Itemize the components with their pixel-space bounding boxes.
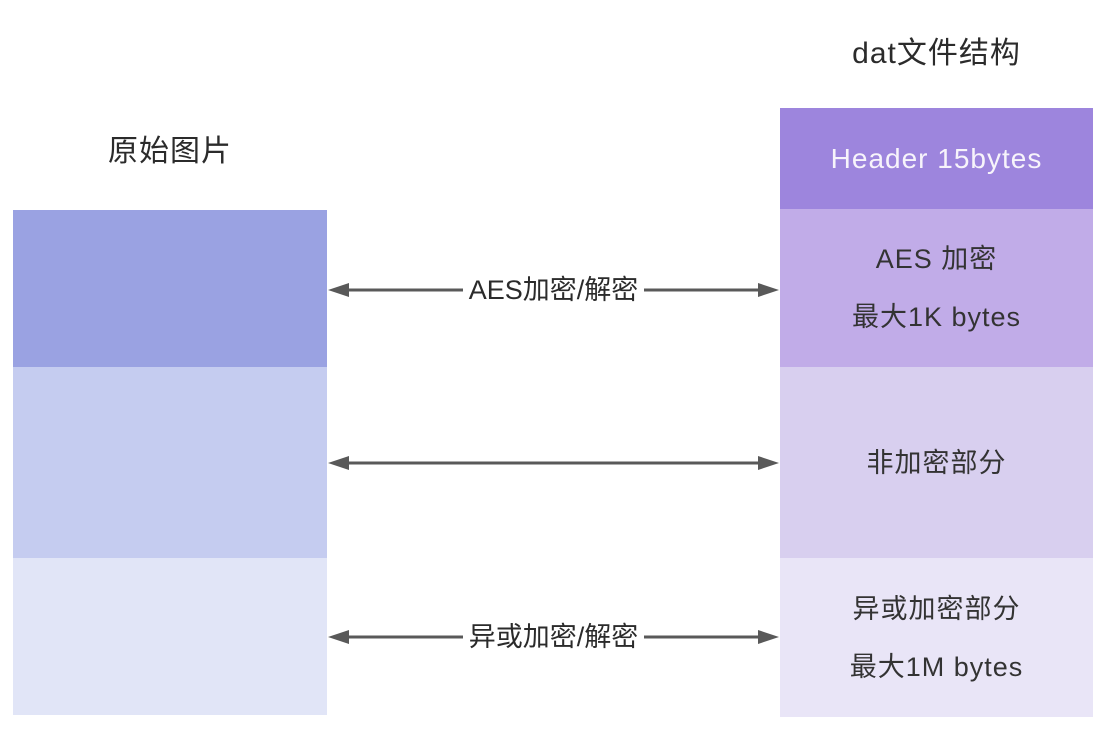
unencrypted-block: 非加密部分 xyxy=(780,367,1093,558)
plain-arrow xyxy=(327,451,780,475)
unencrypted-block-label: 非加密部分 xyxy=(866,447,1007,478)
aes-encrypted-block-label-line2: 最大1K bytes xyxy=(851,302,1022,332)
dat-structure-title: dat文件结构 xyxy=(852,37,1021,70)
aes-encrypted-block-label-line1: AES 加密 xyxy=(875,244,998,274)
xor-encrypted-block-label-line1: 异或加密部分 xyxy=(852,593,1021,624)
xor-arrow: 异或加密/解密 xyxy=(327,617,780,657)
aes-encrypted-block: AES 加密 最大1K bytes xyxy=(780,209,1093,367)
header-block: Header 15bytes xyxy=(780,108,1093,209)
original-image-segment-bottom xyxy=(13,558,327,715)
double-arrow-icon xyxy=(328,456,779,470)
dat-structure-column: Header 15bytes AES 加密 最大1K bytes 非加密部分 异… xyxy=(780,108,1093,717)
original-image-title: 原始图片 xyxy=(108,135,232,168)
original-image-segment-middle xyxy=(13,367,327,558)
header-block-label: Header 15bytes xyxy=(830,142,1043,174)
xor-encrypted-block-label-line2: 最大1M bytes xyxy=(849,651,1024,682)
original-image-segment-top xyxy=(13,210,327,367)
xor-encrypted-block: 异或加密部分 最大1M bytes xyxy=(780,558,1093,717)
xor-arrow-label: 异或加密/解密 xyxy=(462,617,645,657)
original-image-column xyxy=(13,210,327,715)
aes-arrow: AES加密/解密 xyxy=(327,270,780,310)
aes-arrow-label: AES加密/解密 xyxy=(462,270,645,310)
